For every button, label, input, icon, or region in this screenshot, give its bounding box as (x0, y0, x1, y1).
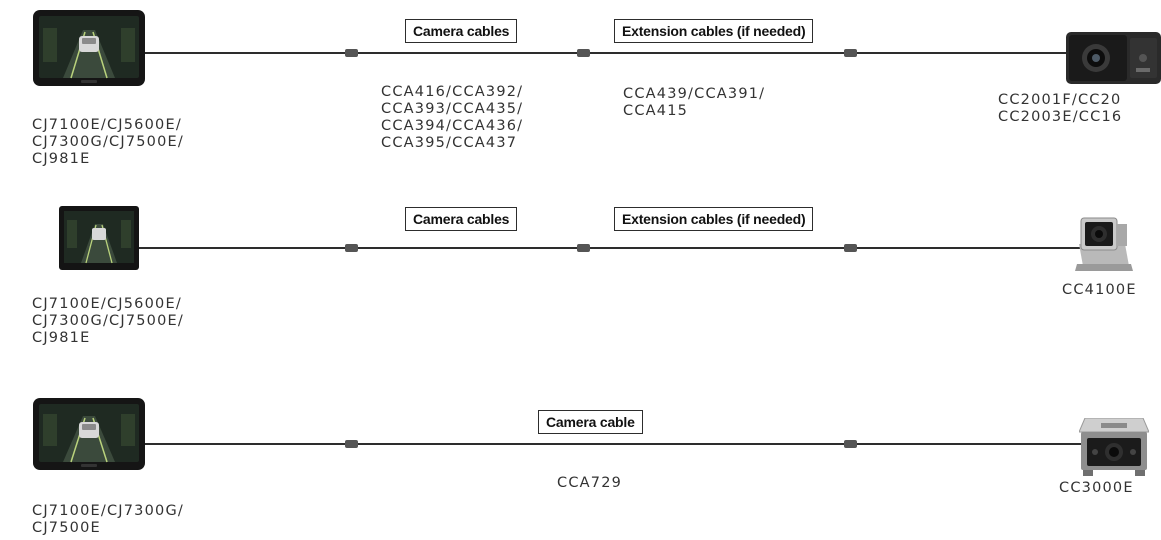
camera-models-label: CC4100E (1062, 282, 1137, 298)
camera-cables-box: Camera cables (405, 19, 518, 43)
cable-connector (844, 440, 857, 448)
cable-connector (345, 244, 358, 252)
monitor-display-icon (59, 206, 139, 270)
extension-cable-models: CCA439/CCA391/ CCA415 (623, 86, 766, 119)
cable-connector (577, 244, 590, 252)
bracket-camera-icon (1073, 214, 1135, 272)
monitor-display-icon (33, 398, 145, 470)
cable-connector (577, 49, 590, 57)
extension-cables-box: Extension cables (if needed) (614, 19, 814, 43)
cable-connector (345, 49, 358, 57)
monitor-models-label: CJ7100E/CJ7300G/ CJ7500E (32, 503, 184, 536)
cable-line (139, 247, 1081, 249)
monitor-models-label: CJ7100E/CJ5600E/ CJ7300G/CJ7500E/ CJ981E (32, 117, 184, 167)
box-camera-icon (1066, 30, 1161, 85)
camera-cables-box: Camera cables (405, 207, 518, 231)
cable-line (145, 52, 1081, 54)
cable-connector (345, 440, 358, 448)
hood-camera-icon (1079, 418, 1149, 476)
cable-connector (844, 49, 857, 57)
monitor-models-label: CJ7100E/CJ5600E/ CJ7300G/CJ7500E/ CJ981E (32, 296, 184, 346)
extension-cables-box: Extension cables (if needed) (614, 207, 814, 231)
camera-models-label: CC2001F/CC20 CC2003E/CC16 (998, 92, 1123, 125)
cable-line (145, 443, 1081, 445)
monitor-display-icon (33, 10, 145, 86)
camera-models-label: CC3000E (1059, 480, 1134, 496)
camera-cable-models: CCA416/CCA392/ CCA393/CCA435/ CCA394/CCA… (381, 84, 524, 151)
cable-connector (844, 244, 857, 252)
camera-cable-box: Camera cable (538, 410, 643, 434)
camera-cable-models: CCA729 (557, 475, 623, 491)
